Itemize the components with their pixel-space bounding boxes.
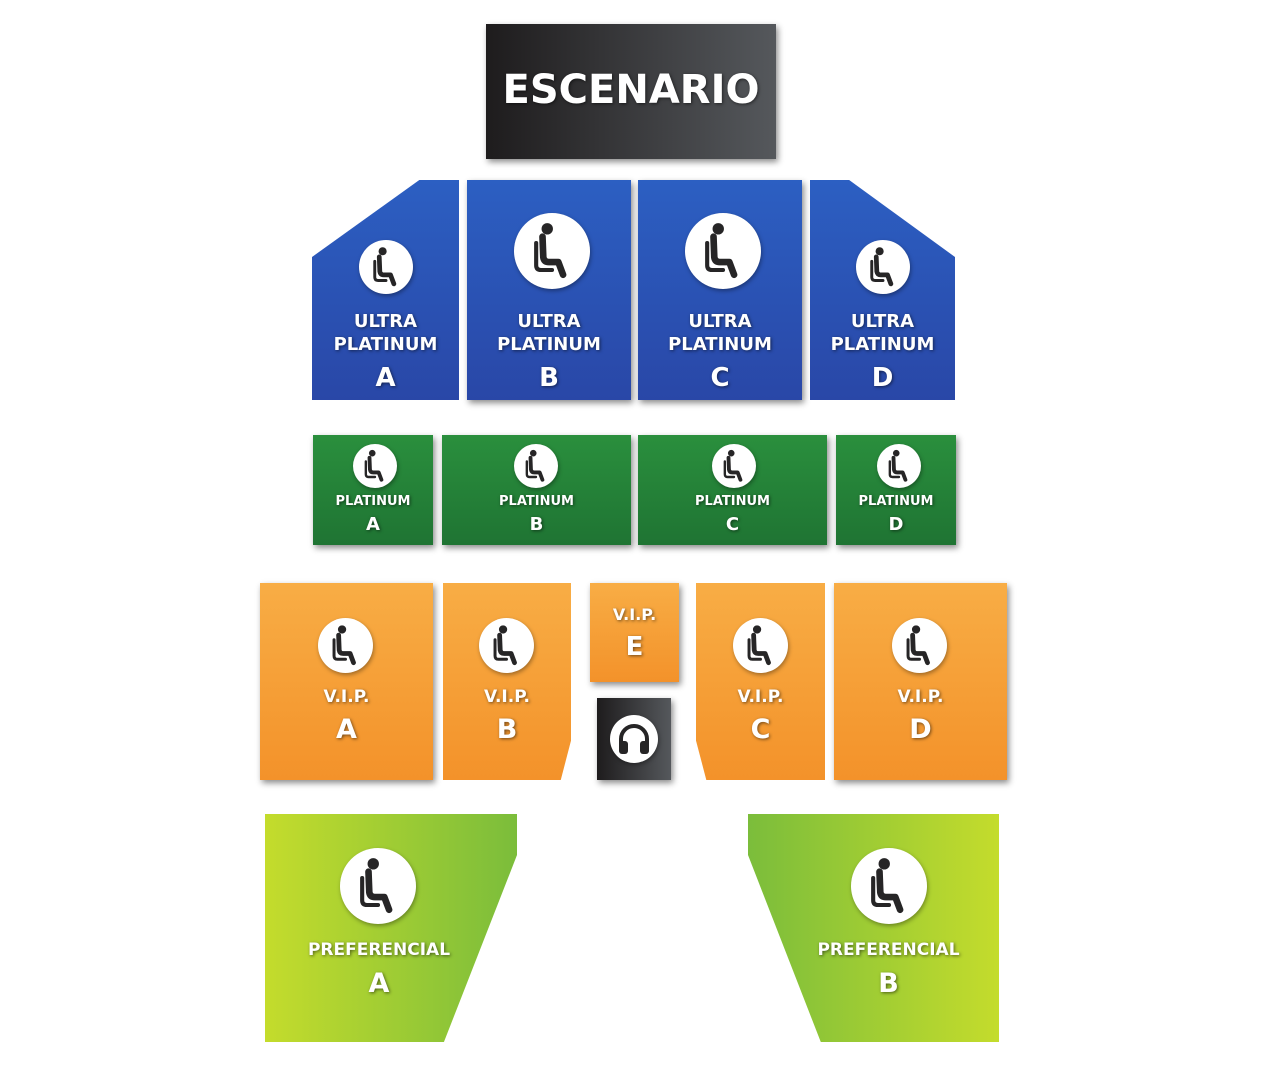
section-name: PLATINUM <box>830 334 935 355</box>
seat-icon <box>353 444 397 488</box>
section-name: PLATINUM <box>858 494 934 509</box>
section-name: PLATINUM <box>335 494 411 509</box>
section-name: V.I.P. <box>897 687 944 707</box>
seat-icon <box>340 848 416 924</box>
seat-icon <box>318 618 373 673</box>
section-name: PLATINUM <box>333 334 438 355</box>
section-ultra-platinum-b[interactable]: ULTRA PLATINUM B <box>467 180 631 400</box>
section-platinum-a[interactable]: PLATINUM A <box>313 435 433 545</box>
seat-icon <box>733 618 788 673</box>
section-letter: B <box>878 968 899 999</box>
section-name: V.I.P. <box>612 605 657 624</box>
section-letter: A <box>336 714 357 745</box>
seat-icon <box>892 618 947 673</box>
section-letter: B <box>539 363 559 393</box>
section-platinum-d[interactable]: PLATINUM D <box>836 435 956 545</box>
section-name: V.I.P. <box>483 687 530 707</box>
section-vip-a[interactable]: V.I.P. A <box>260 583 433 780</box>
section-platinum-c[interactable]: PLATINUM C <box>638 435 827 545</box>
seat-icon <box>712 444 756 488</box>
section-letter: C <box>725 514 740 535</box>
section-vip-e[interactable]: V.I.P. E <box>590 583 679 682</box>
audio-booth <box>597 698 671 780</box>
section-name: PREFERENCIAL <box>307 940 451 960</box>
section-letter: D <box>909 714 932 745</box>
section-ultra-platinum-d[interactable]: ULTRA PLATINUM D <box>810 180 955 400</box>
headphones-icon <box>610 715 658 763</box>
section-preferencial-b[interactable]: PREFERENCIAL B <box>748 814 999 1042</box>
section-letter: D <box>888 514 904 535</box>
section-ultra-platinum-c[interactable]: ULTRA PLATINUM C <box>638 180 802 400</box>
stage-block: ESCENARIO <box>486 24 776 159</box>
section-name: V.I.P. <box>737 687 784 707</box>
section-preferencial-a[interactable]: PREFERENCIAL A <box>265 814 517 1042</box>
seat-icon <box>685 213 761 289</box>
section-name: PREFERENCIAL <box>817 940 960 960</box>
section-letter: E <box>625 632 644 662</box>
section-letter: B <box>529 514 544 535</box>
section-name: ULTRA <box>353 311 418 332</box>
section-name: ULTRA <box>688 311 752 332</box>
section-letter: A <box>368 968 390 999</box>
section-ultra-platinum-a[interactable]: ULTRA PLATINUM A <box>312 180 459 400</box>
seat-icon <box>514 444 558 488</box>
section-platinum-b[interactable]: PLATINUM B <box>442 435 631 545</box>
section-name: PLATINUM <box>695 494 770 509</box>
seat-icon <box>856 240 910 294</box>
section-name: V.I.P. <box>323 687 370 707</box>
section-letter: D <box>871 363 894 393</box>
seat-icon <box>359 240 413 294</box>
section-vip-b[interactable]: V.I.P. B <box>443 583 571 780</box>
section-letter: C <box>750 714 771 745</box>
seat-icon <box>877 444 921 488</box>
section-name: PLATINUM <box>497 334 601 355</box>
section-letter: C <box>710 363 730 393</box>
section-vip-d[interactable]: V.I.P. D <box>834 583 1007 780</box>
seat-icon <box>479 618 534 673</box>
stage-label: ESCENARIO <box>502 67 760 113</box>
section-letter: A <box>375 363 396 393</box>
section-letter: B <box>496 714 518 745</box>
section-name: ULTRA <box>850 311 915 332</box>
section-name: PLATINUM <box>499 494 574 509</box>
seat-icon <box>514 213 590 289</box>
seat-icon <box>851 848 927 924</box>
section-letter: A <box>366 514 380 535</box>
section-name: PLATINUM <box>668 334 772 355</box>
section-vip-c[interactable]: V.I.P. C <box>696 583 825 780</box>
section-name: ULTRA <box>517 311 581 332</box>
